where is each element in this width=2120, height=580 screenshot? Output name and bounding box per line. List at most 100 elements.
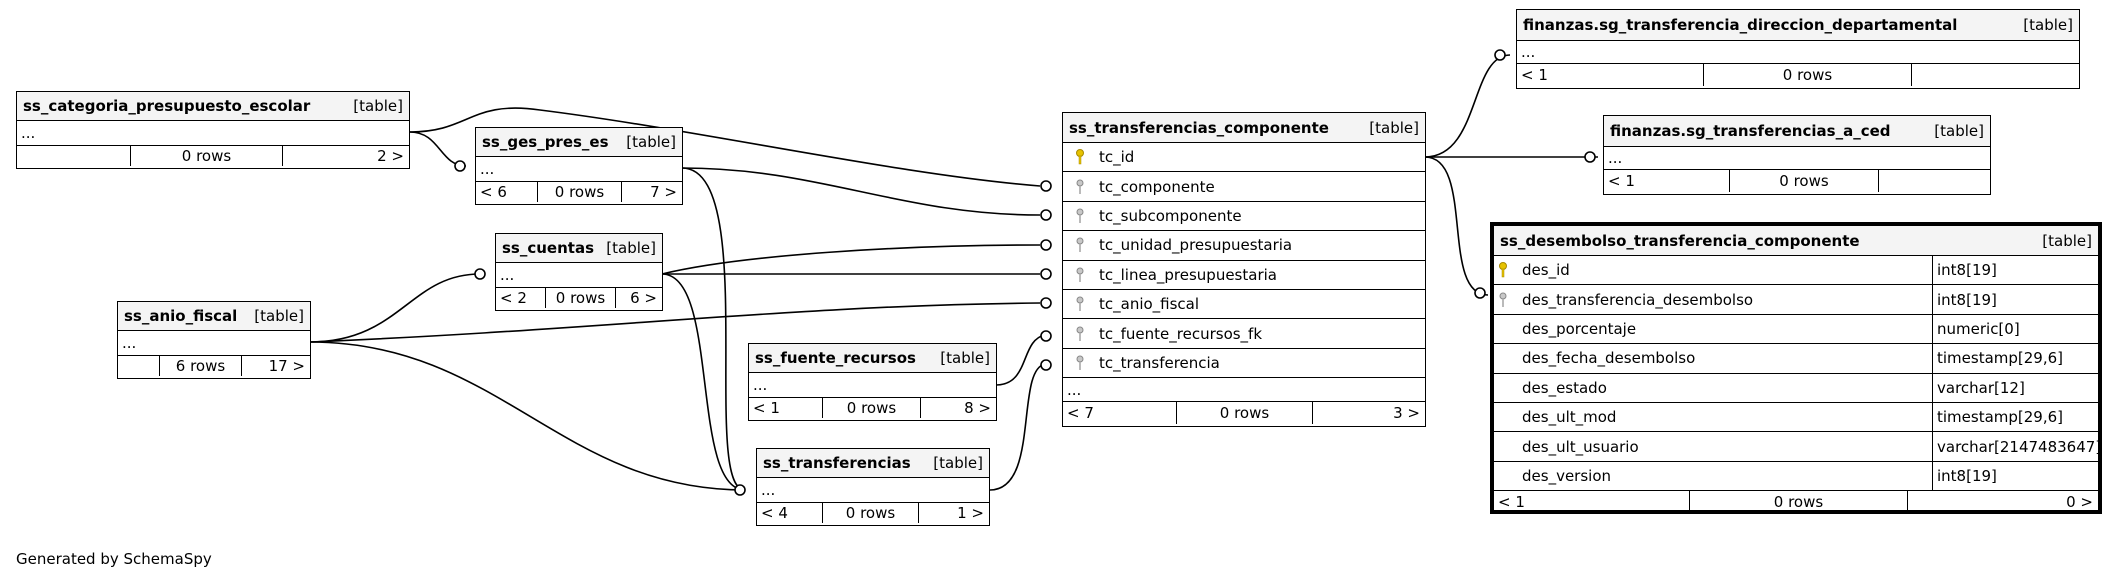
- foreign-key-icon: [1071, 208, 1093, 224]
- children-count[interactable]: 1 >: [957, 504, 984, 522]
- column-name: des_transferencia_desembolso: [1522, 290, 1754, 309]
- row-count: 0 rows: [1704, 64, 1912, 86]
- parents-count[interactable]: < 7: [1063, 402, 1177, 425]
- parents-count[interactable]: < 1: [1604, 170, 1730, 192]
- parents-count[interactable]: [17, 146, 131, 166]
- table-name: finanzas.sg_transferencia_direccion_depa…: [1523, 16, 1958, 34]
- column-row[interactable]: des_fecha_desembolso timestamp[29,6]: [1494, 344, 2098, 374]
- column-type: numeric[0]: [1932, 314, 2098, 344]
- column-row[interactable]: tc_transferencia: [1063, 349, 1425, 379]
- generator-credit: Generated by SchemaSpy: [16, 550, 212, 568]
- column-row[interactable]: tc_id: [1063, 143, 1425, 173]
- column-name: des_ult_mod: [1522, 408, 1617, 427]
- table-kind: [table]: [2042, 231, 2092, 250]
- table-kind: [table]: [1934, 122, 1984, 140]
- table-kind: [table]: [353, 97, 403, 115]
- children-count[interactable]: 8 >: [964, 399, 991, 417]
- column-name: des_id: [1522, 261, 1570, 280]
- column-type: timestamp[29,6]: [1932, 344, 2098, 373]
- column-row[interactable]: des_ult_usuario varchar[2147483647]: [1494, 432, 2101, 462]
- table-kind: [table]: [933, 454, 983, 472]
- parents-count[interactable]: < 1: [1517, 64, 1704, 86]
- column-row[interactable]: des_transferencia_desembolso int8[19]: [1494, 285, 2098, 315]
- columns-ellipsis: ...: [1517, 41, 2079, 64]
- table-finanzas-sg-transferencias-a-ced[interactable]: finanzas.sg_transferencias_a_ced [table]…: [1603, 115, 1991, 195]
- table-name: ss_ges_pres_es: [482, 133, 609, 151]
- table-ss-categoria-presupuesto-escolar[interactable]: ss_categoria_presupuesto_escolar [table]…: [16, 91, 410, 169]
- parents-count[interactable]: < 6: [476, 182, 538, 202]
- children-count[interactable]: 7 >: [650, 183, 677, 201]
- column-row[interactable]: des_porcentaje numeric[0]: [1494, 314, 2098, 345]
- column-type: varchar[12]: [1932, 373, 2098, 402]
- row-count: 0 rows: [546, 288, 616, 308]
- children-count[interactable]: 0 >: [2066, 493, 2093, 512]
- column-name: des_estado: [1522, 378, 1607, 397]
- foreign-key-icon: [1071, 355, 1093, 371]
- table-ss-transferencias[interactable]: ss_transferencias [table] ... < 4 0 rows…: [756, 448, 990, 526]
- row-count: 0 rows: [1177, 402, 1313, 425]
- parents-count[interactable]: < 1: [749, 398, 823, 418]
- children-count[interactable]: 6 >: [630, 289, 657, 307]
- table-kind: [table]: [606, 239, 656, 257]
- parents-count[interactable]: < 4: [757, 503, 823, 523]
- column-name: des_fecha_desembolso: [1522, 349, 1696, 368]
- column-row[interactable]: tc_anio_fiscal: [1063, 290, 1425, 320]
- children-count[interactable]: 3 >: [1393, 404, 1420, 423]
- table-ss-transferencias-componente[interactable]: ss_transferencias_componente [table] tc_…: [1062, 112, 1426, 427]
- row-count: 0 rows: [823, 398, 921, 418]
- row-count: 0 rows: [823, 503, 919, 523]
- column-row[interactable]: tc_linea_presupuestaria: [1063, 261, 1425, 290]
- foreign-key-icon: [1494, 292, 1516, 308]
- table-ss-fuente-recursos[interactable]: ss_fuente_recursos [table] ... < 1 0 row…: [748, 343, 997, 421]
- table-ss-cuentas[interactable]: ss_cuentas [table] ... < 2 0 rows 6 >: [495, 233, 663, 311]
- table-kind: [table]: [626, 133, 676, 151]
- column-type: int8[19]: [1932, 256, 2098, 285]
- table-footer: < 1 0 rows 8 >: [749, 398, 996, 418]
- table-header: finanzas.sg_transferencias_a_ced [table]: [1604, 116, 1990, 147]
- column-row[interactable]: des_id int8[19]: [1494, 256, 2098, 286]
- children-count[interactable]: 17 >: [268, 357, 305, 375]
- column-row[interactable]: des_estado varchar[12]: [1494, 373, 2098, 403]
- foreign-key-icon: [1071, 267, 1093, 283]
- table-name: ss_anio_fiscal: [124, 307, 238, 325]
- columns-ellipsis: ...: [749, 373, 996, 398]
- table-header: ss_cuentas [table]: [496, 234, 662, 263]
- table-name: ss_cuentas: [502, 239, 594, 257]
- table-finanzas-sg-transferencia-direccion-departamental[interactable]: finanzas.sg_transferencia_direccion_depa…: [1516, 9, 2080, 89]
- table-ss-desembolso-transferencia-componente[interactable]: ss_desembolso_transferencia_componente […: [1490, 222, 2102, 514]
- table-name: ss_categoria_presupuesto_escolar: [23, 97, 311, 115]
- column-row[interactable]: tc_fuente_recursos_fk: [1063, 319, 1425, 349]
- parents-count[interactable]: [118, 356, 160, 376]
- column-name: tc_id: [1099, 148, 1135, 167]
- row-count: 0 rows: [1690, 491, 1908, 514]
- table-header: ss_categoria_presupuesto_escolar [table]: [17, 92, 409, 121]
- children-count[interactable]: [1879, 170, 1990, 192]
- column-row[interactable]: des_ult_mod timestamp[29,6]: [1494, 402, 2098, 433]
- column-row[interactable]: tc_componente: [1063, 172, 1425, 202]
- column-name: tc_subcomponente: [1099, 206, 1242, 225]
- columns-ellipsis: ...: [17, 121, 409, 146]
- foreign-key-icon: [1071, 296, 1093, 312]
- parents-count[interactable]: < 1: [1494, 491, 1690, 514]
- children-count[interactable]: [1912, 64, 2079, 86]
- table-header: ss_fuente_recursos [table]: [749, 344, 996, 373]
- table-ss-anio-fiscal[interactable]: ss_anio_fiscal [table] ... 6 rows 17 >: [117, 301, 311, 379]
- table-header: finanzas.sg_transferencia_direccion_depa…: [1517, 10, 2079, 41]
- columns-ellipsis: ...: [476, 157, 682, 182]
- parents-count[interactable]: < 2: [496, 288, 546, 308]
- column-name: des_porcentaje: [1522, 319, 1637, 338]
- table-name: finanzas.sg_transferencias_a_ced: [1610, 122, 1891, 140]
- column-row[interactable]: tc_unidad_presupuestaria: [1063, 231, 1425, 261]
- foreign-key-icon: [1071, 237, 1093, 253]
- column-row[interactable]: tc_subcomponente: [1063, 202, 1425, 232]
- column-row[interactable]: des_version int8[19]: [1494, 461, 2098, 492]
- table-footer: < 1 0 rows: [1604, 170, 1990, 192]
- table-kind: [table]: [2023, 16, 2073, 34]
- table-footer: < 7 0 rows 3 >: [1063, 402, 1425, 425]
- column-name: tc_linea_presupuestaria: [1099, 265, 1277, 284]
- table-name: ss_transferencias: [763, 454, 911, 472]
- columns-ellipsis: ...: [496, 263, 662, 288]
- table-ss-ges-pres-es[interactable]: ss_ges_pres_es [table] ... < 6 0 rows 7 …: [475, 127, 683, 205]
- children-count[interactable]: 2 >: [377, 147, 404, 165]
